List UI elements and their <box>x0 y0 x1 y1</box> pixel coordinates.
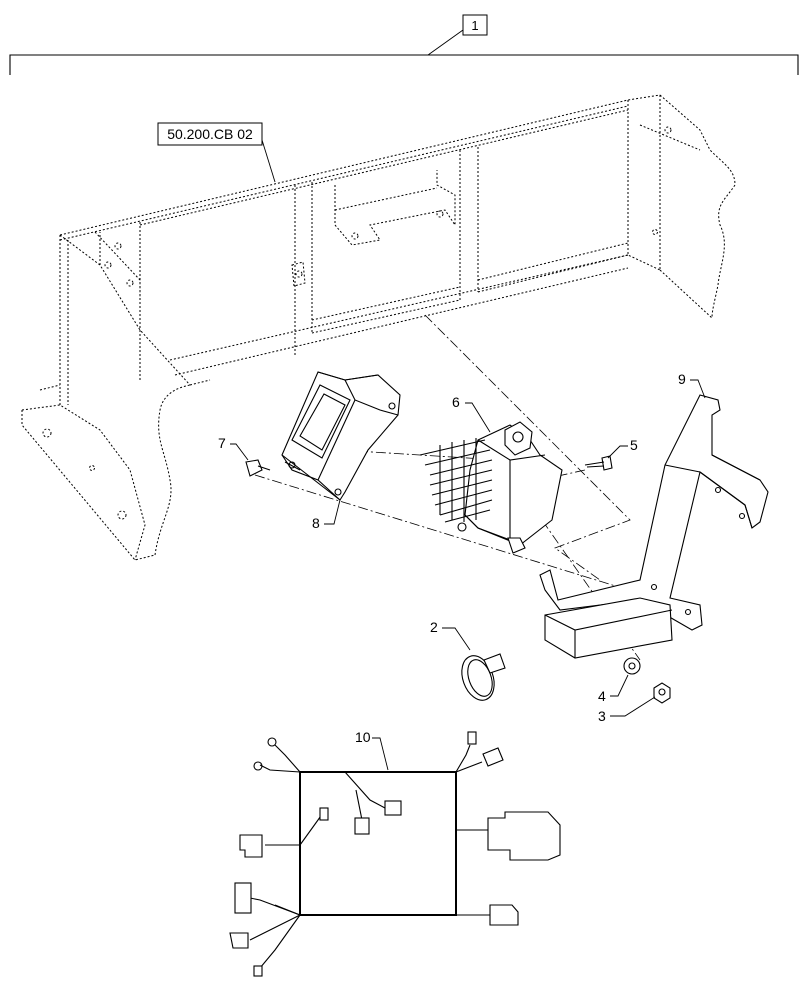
callout-5: 5 <box>607 437 638 459</box>
mounting-frame <box>21 94 736 561</box>
part-2-cable-tie <box>461 653 506 701</box>
callout-2-label: 2 <box>430 619 438 635</box>
callout-4-label: 4 <box>598 688 606 704</box>
callout-3: 3 <box>598 696 656 724</box>
part-8-module <box>281 371 401 501</box>
part-6-finned-module <box>419 421 563 554</box>
callout-9-label: 9 <box>678 371 686 387</box>
callout-2: 2 <box>430 619 471 651</box>
reference-label: 50.200.CB 02 <box>167 126 253 142</box>
callout-4: 4 <box>598 674 629 704</box>
reference-box <box>157 122 263 146</box>
part-10-wiring-harness <box>229 731 561 977</box>
part-7-bolt <box>245 459 271 477</box>
reference-callout: 50.200.CB 02 <box>157 122 276 183</box>
assembly-callout: 1 <box>9 14 799 75</box>
assembly-number: 1 <box>471 18 478 33</box>
part-4-washer <box>623 657 641 675</box>
callout-10-label: 10 <box>355 729 371 745</box>
callout-7: 7 <box>218 435 249 461</box>
callout-6-label: 6 <box>452 394 460 410</box>
callout-8-label: 8 <box>312 515 320 531</box>
assembly-bracket <box>9 54 799 75</box>
part-5-screw <box>584 455 613 471</box>
callout-9: 9 <box>678 371 706 399</box>
callout-6: 6 <box>452 394 491 433</box>
heat-sink-fins <box>419 438 493 523</box>
callout-10: 10 <box>355 729 389 771</box>
callout-7-label: 7 <box>218 435 226 451</box>
part-9-bracket <box>539 394 769 659</box>
part-3-nut <box>653 682 671 704</box>
assembly-box <box>462 14 488 36</box>
callout-5-label: 5 <box>630 437 638 453</box>
callout-3-label: 3 <box>598 708 606 724</box>
callout-8: 8 <box>312 499 341 531</box>
